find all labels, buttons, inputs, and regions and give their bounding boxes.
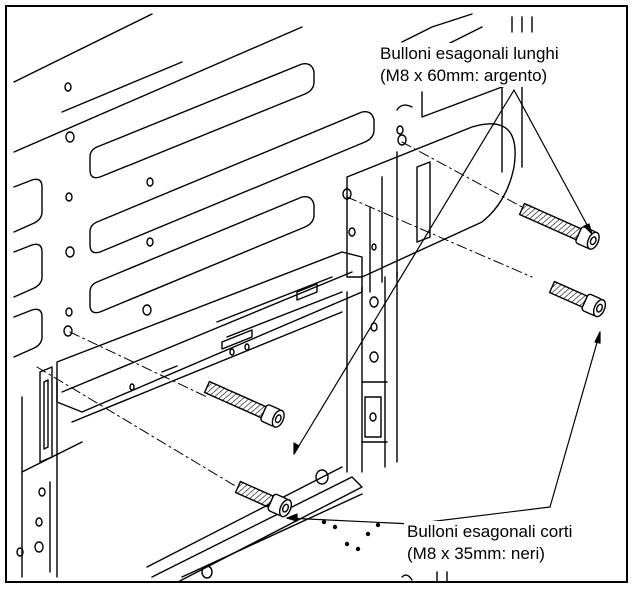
upper-right-bracket [342,13,533,293]
callout-long-line2: (M8 x 60mm: argento) [380,66,548,85]
callout-short-bolts: Bulloni esagonali corti (M8 x 35mm: neri… [404,521,576,565]
long-bolt-lower [203,380,285,428]
rack-back-panel [13,13,375,578]
diagram-frame: Bulloni esagonali lunghi (M8 x 60mm: arg… [5,5,628,583]
callout-long-line1: Bulloni esagonali lunghi [380,44,559,63]
callout-short-line2: (M8 x 35mm: neri) [407,544,545,563]
bottom-rail [16,466,448,581]
short-bolt-upper [548,280,607,318]
assembly-drawing [13,13,607,581]
callout-long-bolts: Bulloni esagonali lunghi (M8 x 60mm: arg… [377,43,562,87]
horizontal-crossbar [21,251,363,473]
alignment-lines [36,141,533,488]
rack-rail-post [346,271,398,473]
callout-short-line1: Bulloni esagonali corti [407,522,573,541]
short-bolt-lower [234,480,293,518]
